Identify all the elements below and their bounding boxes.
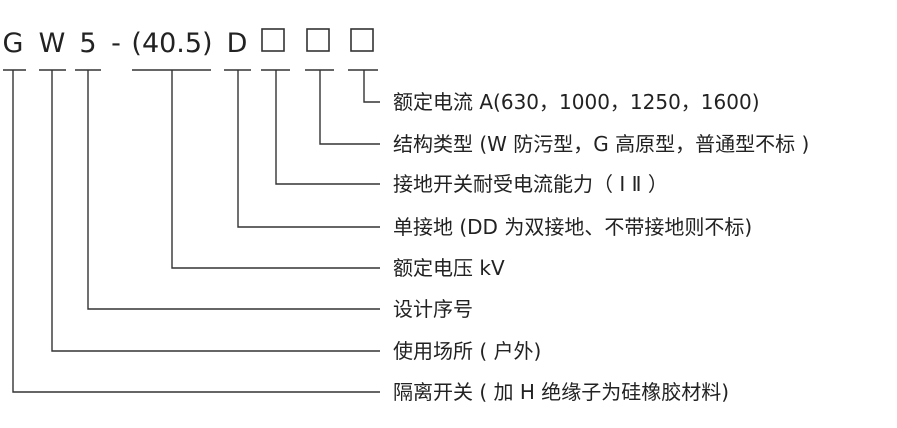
leader-single-earthing <box>237 70 380 228</box>
descriptions: 额定电流 A(630，1000，1250，1600) 结构类型 (W 防污型，G… <box>393 90 809 404</box>
leader-earthing-withstand <box>275 70 380 185</box>
model-code: G W 5 - (40.5) D <box>3 28 374 59</box>
desc-disconnector: 隔离开关 ( 加 H 绝缘子为硅橡胶材料) <box>393 380 729 404</box>
leader-design-serial <box>87 70 380 310</box>
code-digit-5: 5 <box>79 28 96 59</box>
leader-rated-current <box>363 70 380 103</box>
code-voltage: (40.5) <box>131 28 212 59</box>
leader-lines <box>12 70 380 393</box>
code-letter-g: G <box>3 28 24 59</box>
leader-structure-type <box>319 70 380 145</box>
code-letter-d: D <box>227 28 248 59</box>
leader-rated-voltage <box>171 70 380 269</box>
code-placeholder-box-2 <box>306 28 330 52</box>
leader-disconnector <box>12 70 380 393</box>
leader-usage-location <box>51 70 380 352</box>
desc-single-earthing: 单接地 (DD 为双接地、不带接地则不标) <box>393 215 752 239</box>
code-letter-w: W <box>39 28 66 59</box>
desc-usage-location: 使用场所 ( 户外) <box>393 339 541 363</box>
desc-rated-voltage: 额定电压 kV <box>393 256 505 280</box>
desc-earthing-withstand: 接地开关耐受电流能力（ Ⅰ Ⅱ ） <box>393 172 668 196</box>
desc-rated-current: 额定电流 A(630，1000，1250，1600) <box>393 90 760 114</box>
desc-structure-type: 结构类型 (W 防污型，G 高原型，普通型不标 ) <box>393 132 809 156</box>
desc-design-serial: 设计序号 <box>393 297 473 321</box>
code-placeholder-box-3 <box>350 28 374 52</box>
code-placeholder-box-1 <box>261 28 285 52</box>
code-hyphen: - <box>111 28 121 59</box>
